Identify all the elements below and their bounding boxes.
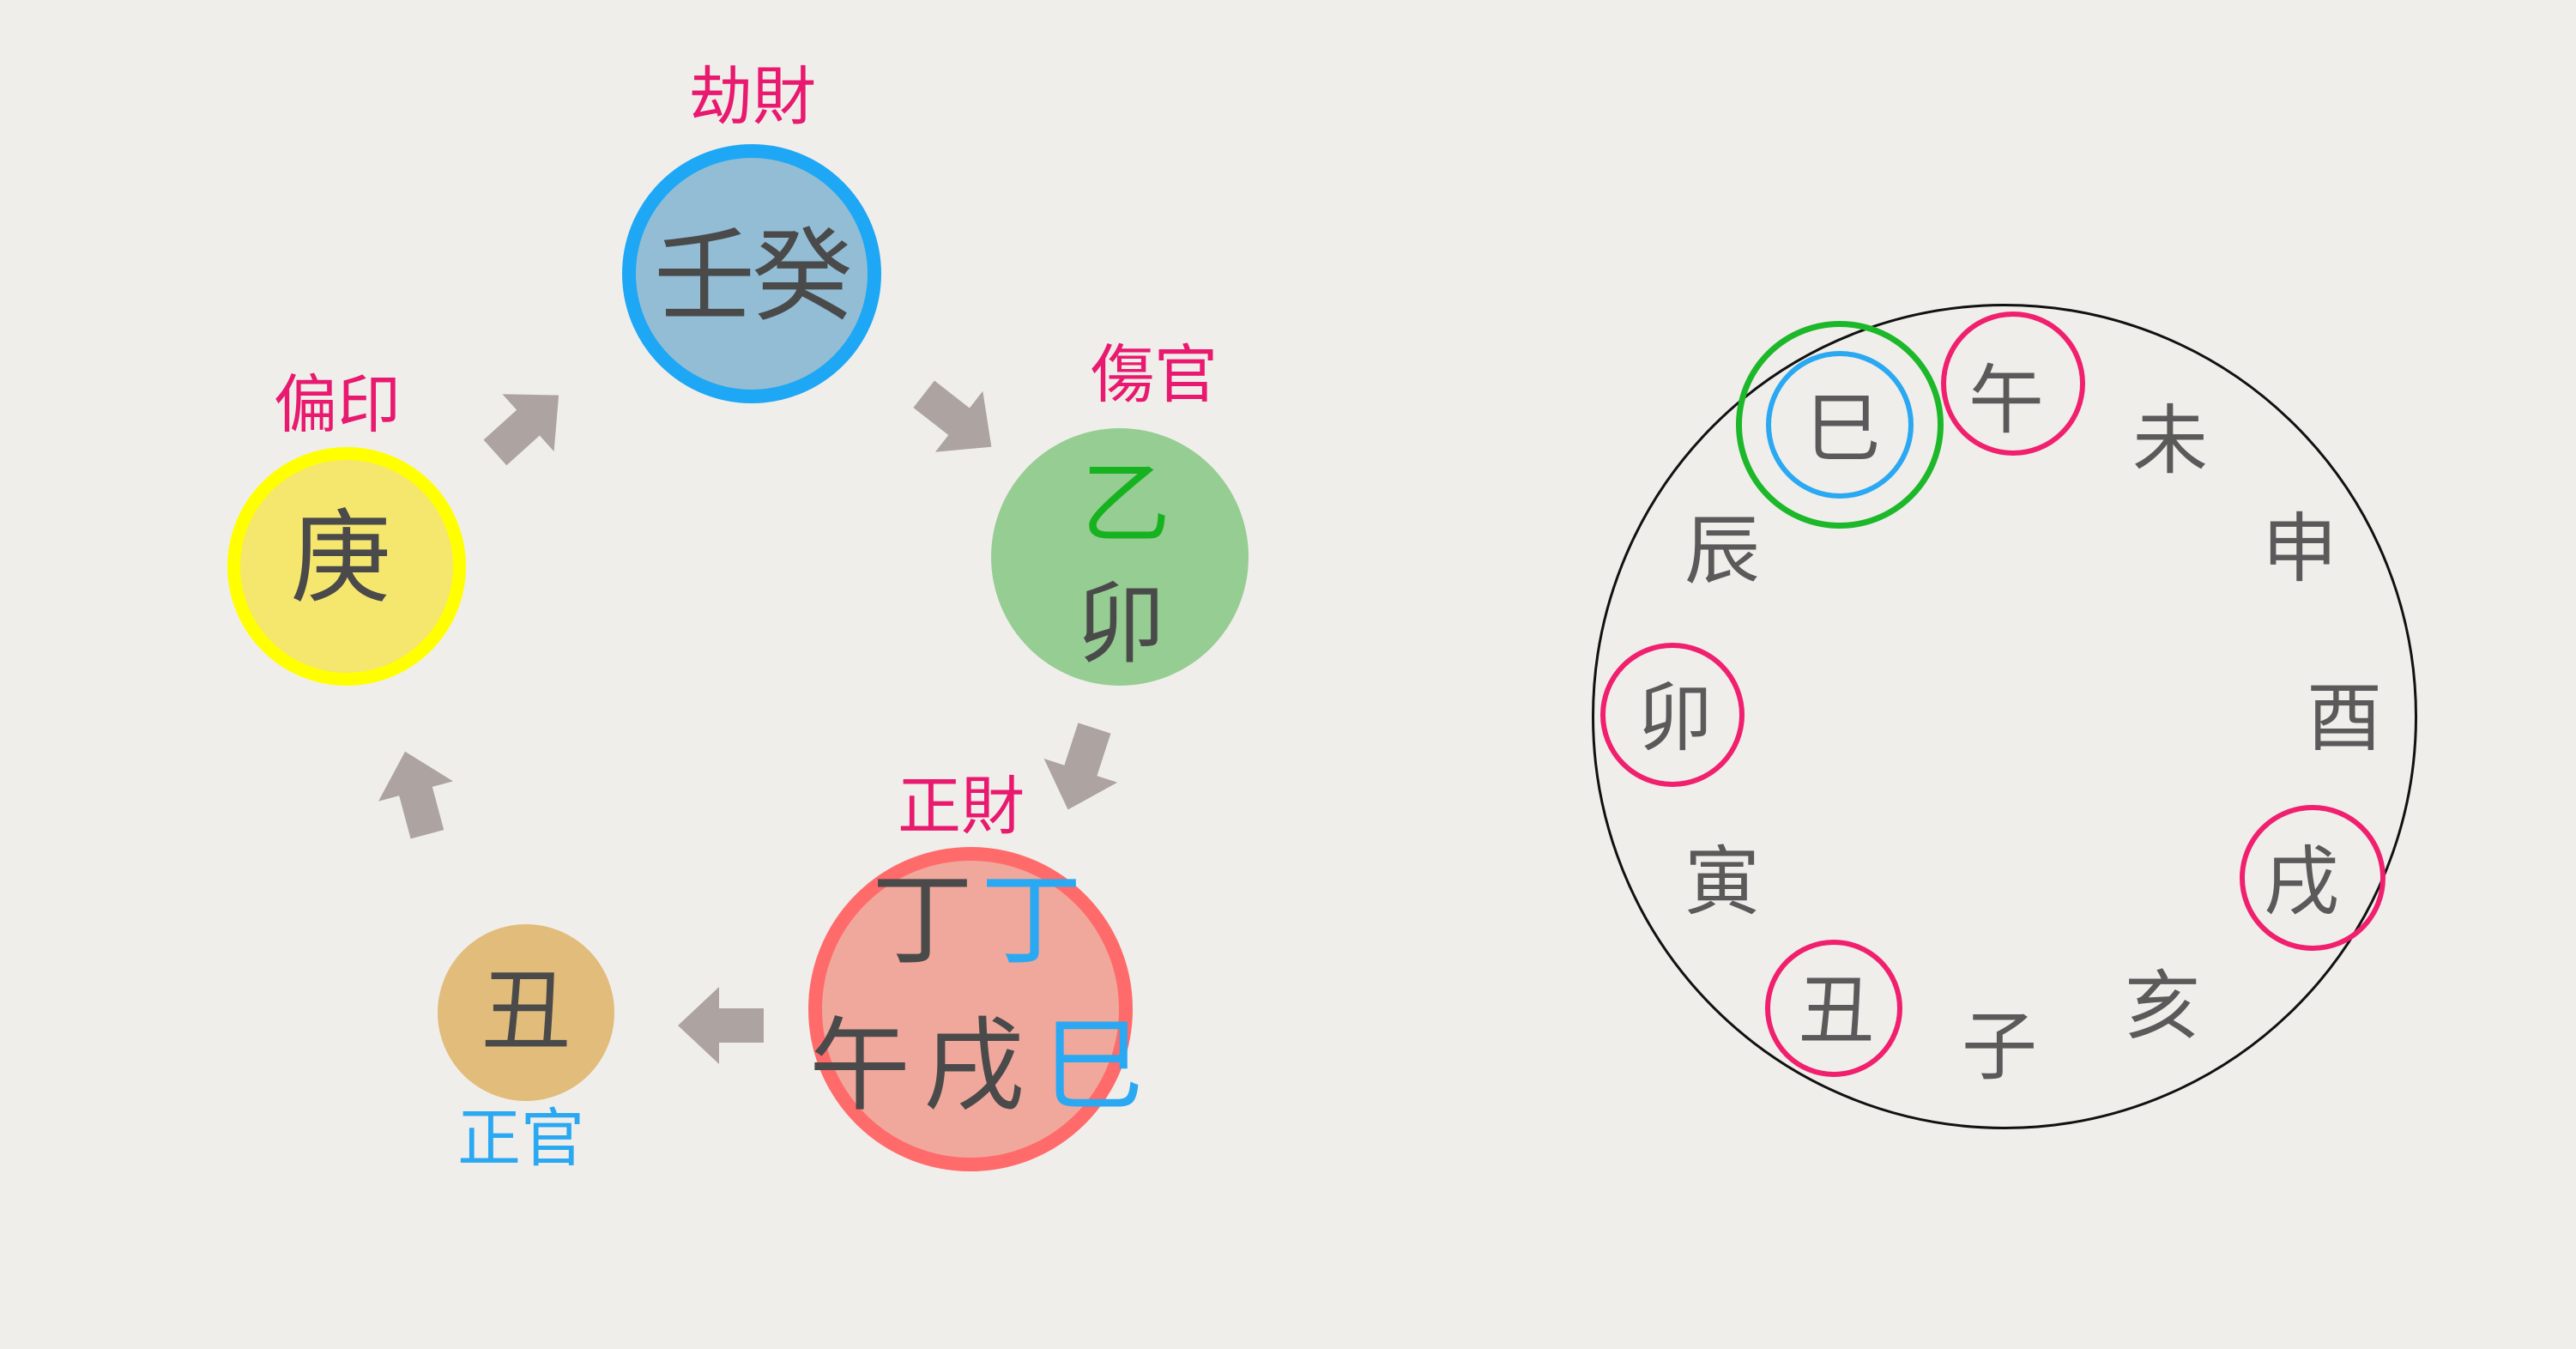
wheel-outer-circle <box>1592 304 2417 1129</box>
arrow-wood-to-fire-icon <box>1043 723 1118 810</box>
branch-12: 辰 <box>1684 506 1761 595</box>
arrow-water-to-wood-icon <box>913 380 992 452</box>
arrow-fire-to-earth-icon <box>678 987 764 1064</box>
element-char-fire: 丁 <box>871 861 973 979</box>
ring-mao <box>1600 643 1745 787</box>
arrow-earth-to-metal-icon <box>378 751 453 839</box>
element-char-earth: 丑 <box>481 959 571 1063</box>
ring-xu <box>2240 805 2386 951</box>
element-char-fire: 午 <box>808 1007 910 1125</box>
element-char-fire: 巳 <box>1042 1007 1144 1125</box>
branch-5: 酉 <box>2306 674 2383 762</box>
element-char-water: 壬癸 <box>653 217 853 336</box>
element-char-wood: 卯 <box>1075 572 1166 676</box>
element-node-wood <box>991 428 1249 686</box>
ring-si-inner <box>1766 351 1914 499</box>
branch-4: 申 <box>2261 505 2338 593</box>
branch-8: 子 <box>1961 1002 2038 1091</box>
element-label-fire: 正財 <box>898 770 1025 844</box>
ring-si-outer <box>1736 321 1944 529</box>
element-label-metal: 偏印 <box>274 368 401 442</box>
element-label-earth: 正官 <box>457 1102 584 1176</box>
element-label-water: 劫財 <box>689 60 816 134</box>
element-char-metal: 庚 <box>289 499 391 617</box>
ring-chou <box>1765 940 1902 1077</box>
arrow-metal-to-water-icon <box>483 394 559 466</box>
branch-7: 亥 <box>2124 962 2201 1050</box>
element-char-fire: 戌 <box>922 1007 1025 1125</box>
element-node-earth <box>438 924 614 1101</box>
element-char-fire: 丁 <box>980 861 1082 979</box>
element-label-wood: 傷官 <box>1091 338 1218 412</box>
element-char-wood: 乙 <box>1080 451 1171 556</box>
branch-10: 寅 <box>1684 838 1761 926</box>
ring-wu <box>1941 312 2085 456</box>
branch-3: 未 <box>2132 396 2209 485</box>
